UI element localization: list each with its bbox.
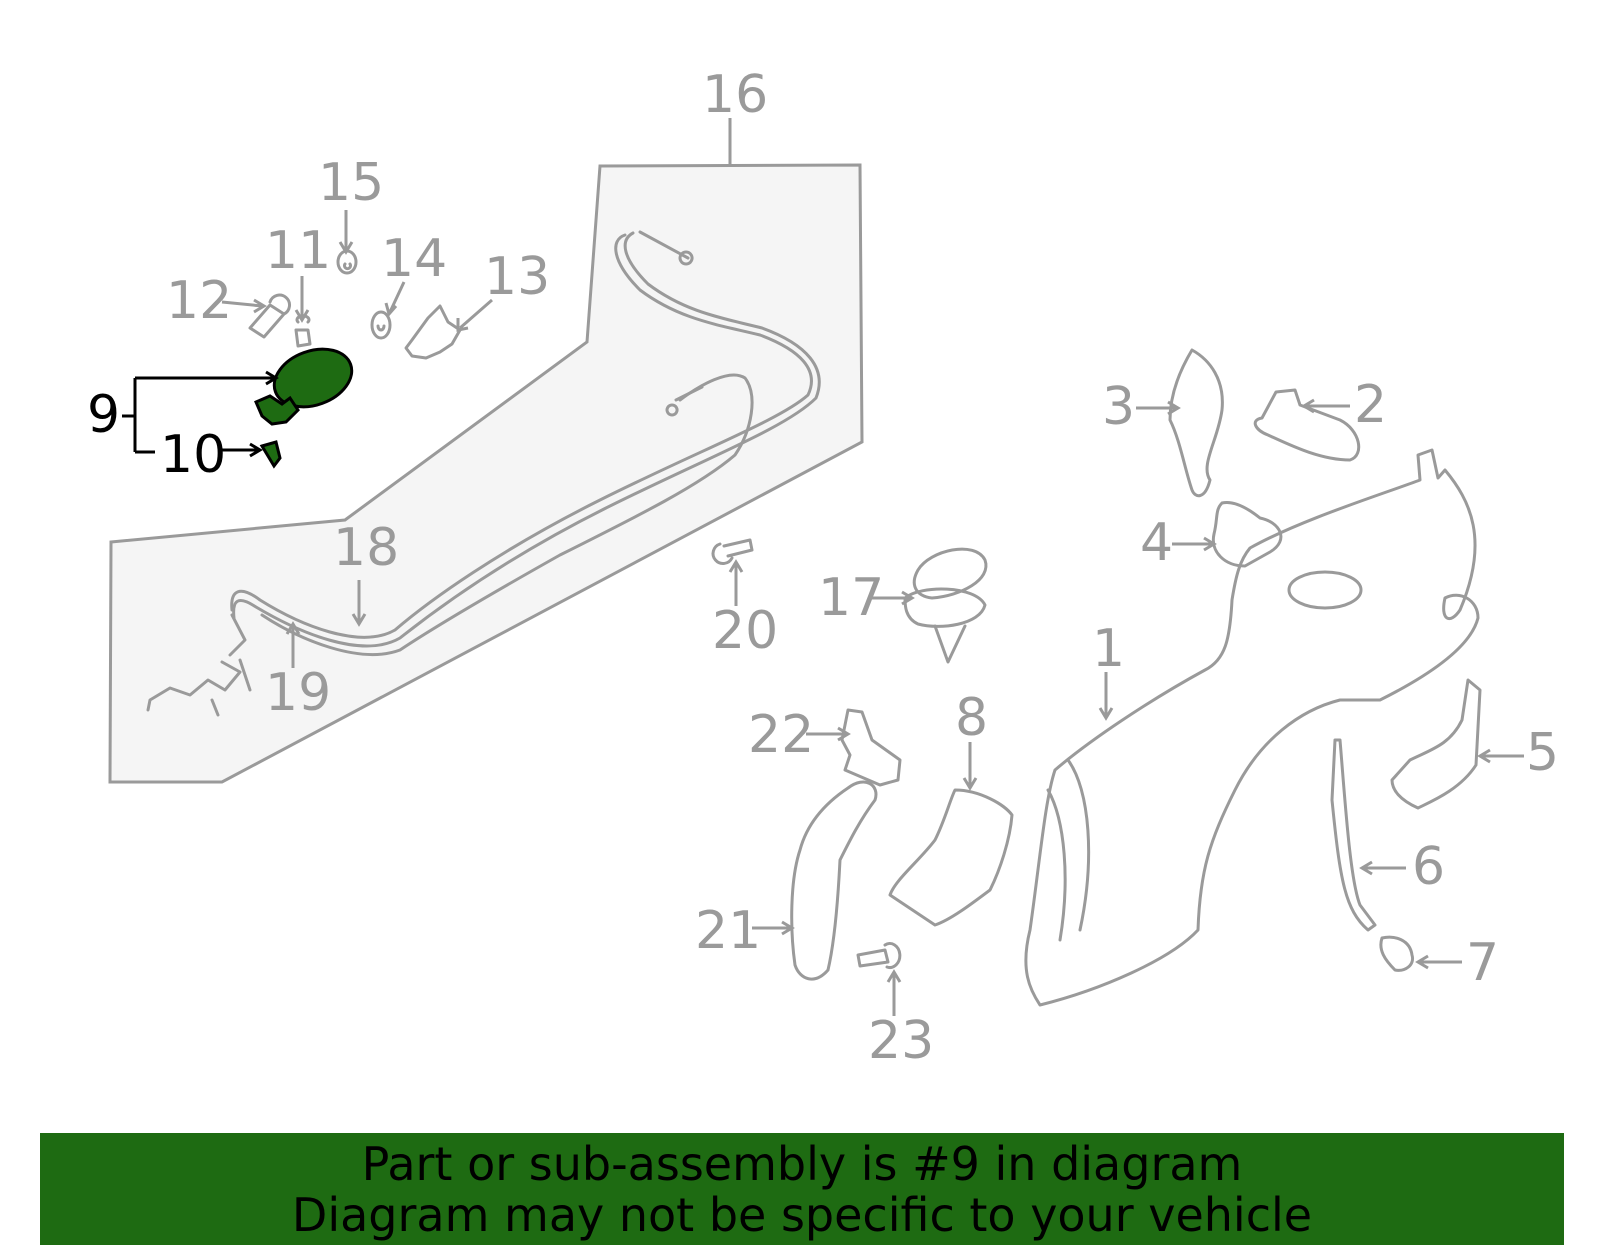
callout-6: 6 [1412, 837, 1445, 897]
callout-11: 11 [265, 221, 331, 281]
part-21 [790, 780, 878, 981]
callouts: 16 15 11 14 13 12 18 19 20 17 3 2 4 1 8 … [166, 65, 1559, 1071]
callout-18: 18 [333, 518, 399, 578]
part-7 [1379, 935, 1415, 972]
callout-22: 22 [748, 705, 814, 765]
bolt-20 [711, 538, 754, 566]
callout-12: 12 [166, 271, 232, 331]
banner-line-1: Part or sub-assembly is #9 in diagram [361, 1137, 1243, 1191]
callout-16: 16 [702, 65, 768, 125]
callout-9: 9 [87, 385, 120, 445]
callout-10: 10 [160, 425, 226, 485]
part-4 [1211, 500, 1283, 568]
callout-19: 19 [265, 663, 331, 723]
parts-diagram: 16 15 11 14 13 12 18 19 20 17 3 2 4 1 8 … [87, 65, 1559, 1071]
fuel-lines-18 [146, 230, 821, 717]
callout-23: 23 [868, 1011, 934, 1071]
callout-5: 5 [1526, 723, 1559, 783]
callout-4: 4 [1140, 513, 1173, 573]
part-22 [840, 708, 902, 787]
part-6-strip [1330, 738, 1377, 932]
callouts-highlighted: 9 10 [87, 370, 279, 485]
part-2 [1253, 388, 1361, 462]
callout-8: 8 [955, 688, 988, 748]
banner-line-2: Diagram may not be specific to your vehi… [291, 1188, 1313, 1242]
callout-15: 15 [318, 153, 384, 213]
callout-2: 2 [1354, 375, 1387, 435]
small-fasteners [248, 249, 462, 360]
part-17-clip [903, 547, 988, 664]
part-1-quarter-panel [1024, 448, 1480, 1007]
callout-3: 3 [1102, 377, 1135, 437]
part-8 [888, 788, 1014, 927]
bolt-23 [856, 942, 902, 969]
callout-1: 1 [1092, 619, 1125, 679]
part-9-fuel-door [254, 347, 354, 469]
callout-20: 20 [712, 601, 778, 661]
callout-21: 21 [695, 901, 761, 961]
info-banner: Part or sub-assembly is #9 in diagram Di… [40, 1133, 1564, 1245]
callout-14: 14 [381, 229, 447, 289]
callout-7: 7 [1466, 933, 1499, 993]
part-3 [1168, 348, 1224, 498]
part-5 [1390, 678, 1482, 810]
callout-13: 13 [484, 247, 550, 307]
